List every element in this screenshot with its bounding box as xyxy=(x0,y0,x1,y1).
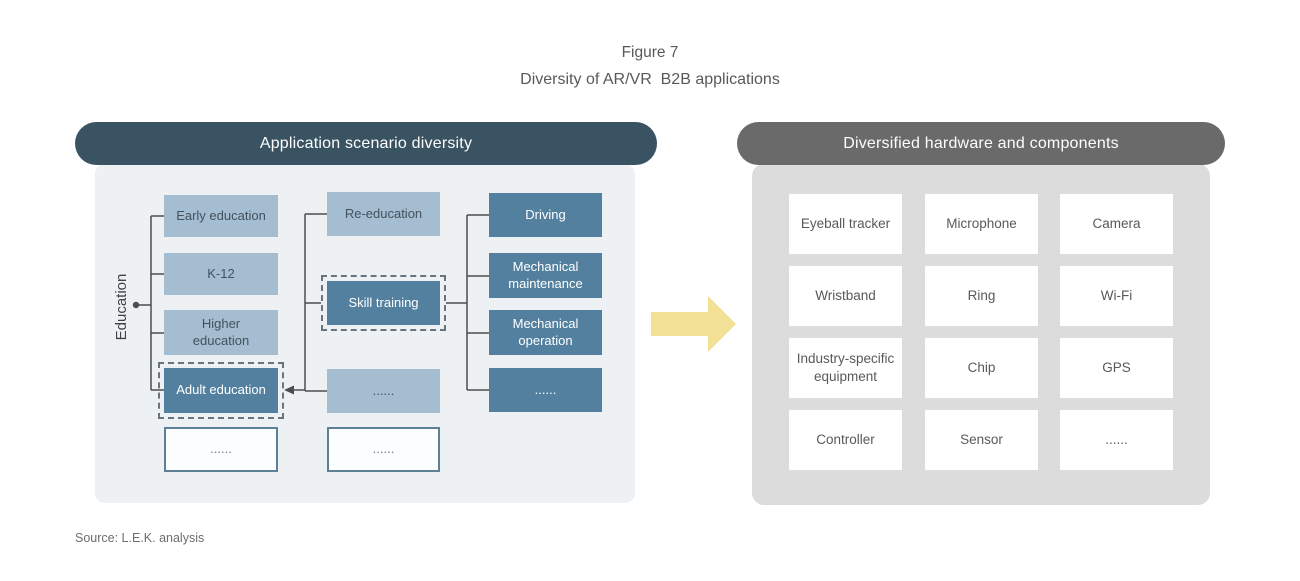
node-education-more: ...... xyxy=(164,427,278,472)
node-adult-more: ...... xyxy=(327,369,440,413)
source-note: Source: L.E.K. analysis xyxy=(75,531,205,545)
node-re-education: Re-education xyxy=(327,192,440,236)
node-adult-education-highlight: Adult education xyxy=(158,362,284,419)
node-early-education: Early education xyxy=(164,195,278,237)
card-wifi: Wi-Fi xyxy=(1060,266,1173,326)
card-industry-specific-equipment: Industry-specific equipment xyxy=(789,338,902,398)
node-skill-training: Skill training xyxy=(327,281,440,325)
flow-arrow-icon xyxy=(651,296,736,352)
card-controller: Controller xyxy=(789,410,902,470)
left-panel-header: Application scenario diversity xyxy=(75,122,657,165)
card-camera: Camera xyxy=(1060,194,1173,254)
left-panel-header-label: Application scenario diversity xyxy=(259,134,473,152)
card-ring: Ring xyxy=(925,266,1038,326)
card-chip: Chip xyxy=(925,338,1038,398)
figure-header: Figure 7 Diversity of AR/VR B2B applicat… xyxy=(0,40,1300,93)
figure-number: Figure 7 xyxy=(621,44,679,61)
node-mechanical-maintenance: Mechanical maintenance xyxy=(489,253,602,298)
node-skill-training-highlight: Skill training xyxy=(321,275,446,331)
node-skill-more: ...... xyxy=(489,368,602,412)
node-mechanical-operation: Mechanical operation xyxy=(489,310,602,355)
node-level2-more: ...... xyxy=(327,427,440,472)
card-wristband: Wristband xyxy=(789,266,902,326)
figure-title: Diversity of AR/VR B2B applications xyxy=(520,71,780,88)
card-hardware-more: ...... xyxy=(1060,410,1173,470)
card-eyeball-tracker: Eyeball tracker xyxy=(789,194,902,254)
node-k12: K-12 xyxy=(164,253,278,295)
node-driving: Driving xyxy=(489,193,602,237)
card-microphone: Microphone xyxy=(925,194,1038,254)
node-adult-education: Adult education xyxy=(164,368,278,413)
card-sensor: Sensor xyxy=(925,410,1038,470)
card-gps: GPS xyxy=(1060,338,1173,398)
right-panel-header: Diversified hardware and components xyxy=(737,122,1225,165)
education-root-label: Education xyxy=(113,273,130,341)
node-higher-education: Higher education xyxy=(164,310,278,355)
right-panel-header-label: Diversified hardware and components xyxy=(843,134,1119,152)
